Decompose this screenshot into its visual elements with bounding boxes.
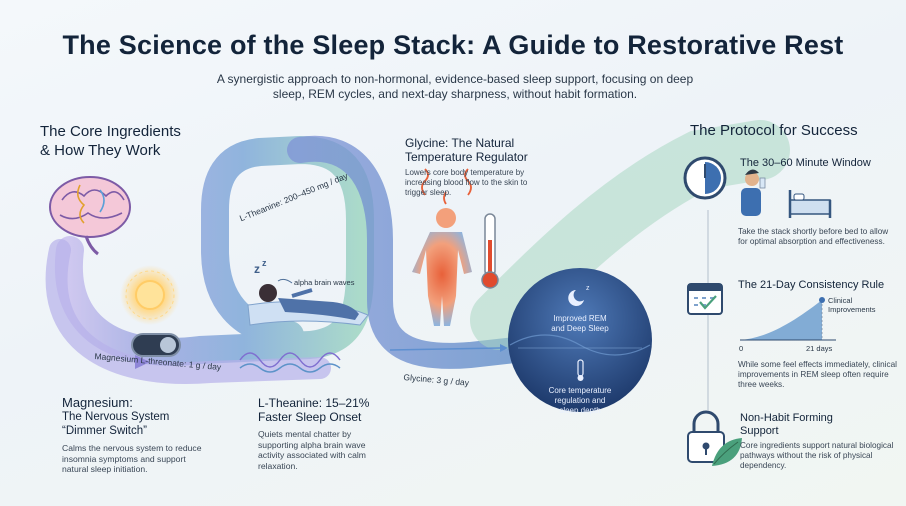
brain-icon (49, 176, 131, 256)
lock-icon (687, 410, 725, 463)
thermometer-icon (481, 213, 499, 289)
consistency-desc: While some feel effects immediately, cli… (738, 360, 897, 389)
theanine-section: L-Theanine: 15–21% Faster Sleep Onset Qu… (258, 396, 408, 471)
consistency-curve-area (740, 300, 822, 340)
orb-rem-line1: Improved REM (553, 314, 607, 323)
chart-label-line2: Improvements (828, 305, 876, 314)
magnesium-desc: Calms the nervous system to reduce insom… (62, 443, 202, 474)
core-heading-line2: & How They Work (40, 142, 161, 159)
protocol-heading: The Protocol for Success (690, 122, 858, 139)
orb-temp-line3: sleep depth (559, 406, 601, 415)
theanine-desc: Quiets mental chatter by supporting alph… (258, 429, 366, 471)
window-title: The 30–60 Minute Window (740, 157, 871, 169)
chart-label-line1: Clinical (828, 296, 853, 305)
consistency-title: The 21-Day Consistency Rule (738, 279, 885, 291)
magnesium-title-3: “Dimmer Switch” (62, 425, 147, 437)
glycine-title-2: Temperature Regulator (405, 150, 528, 164)
dimmer-switch-icon (131, 333, 181, 357)
page-title: The Science of the Sleep Stack: A Guide … (62, 30, 844, 60)
orb-rem-line2: and Deep Sleep (551, 324, 609, 333)
svg-text:z: z (586, 285, 590, 292)
alpha-wave-icon (239, 352, 341, 373)
habit-title: Non-Habit Forming Support (740, 412, 833, 438)
body-heat-icon (412, 168, 472, 326)
chart-label: Clinical Improvements (828, 296, 876, 314)
magnesium-section: Magnesium: The Nervous System “Dimmer Sw… (62, 396, 212, 475)
svg-text:z: z (262, 258, 267, 268)
outcome-orb (508, 268, 652, 412)
person-drinking-icon (741, 169, 766, 216)
theanine-title-2: Faster Sleep Onset (258, 410, 362, 424)
orb-temp-label: Core temperature regulation and sleep de… (530, 386, 630, 416)
consistency-peak-point (819, 297, 825, 303)
chart-x-start: 0 (739, 344, 744, 353)
page-subtitle: A synergistic approach to non-hormonal, … (216, 72, 694, 101)
glycine-desc: Lowers core body temperature by increasi… (405, 168, 528, 197)
habit-title-line2: Support (740, 425, 779, 437)
magnesium-title-2: The Nervous System (62, 411, 170, 423)
orb-thermometer-icon (577, 359, 584, 381)
bed-icon (788, 190, 832, 218)
svg-text:z: z (254, 262, 260, 276)
theanine-title-1: L-Theanine: 15–21% (258, 396, 370, 410)
habit-title-line1: Non-Habit Forming (740, 412, 833, 424)
clock-icon (683, 156, 727, 200)
orb-rem-label: Improved REM and Deep Sleep (530, 314, 630, 334)
moon-icon: z (568, 285, 590, 306)
alpha-wave-label: alpha brain waves (294, 278, 355, 287)
sleeping-person-icon: z z (247, 258, 369, 326)
glycine-title-1: Glycine: The Natural (405, 136, 515, 150)
consistency-chart (740, 297, 836, 341)
habit-desc: Core ingredients support natural biologi… (740, 441, 894, 470)
window-desc: Take the stack shortly before bed to all… (738, 227, 889, 246)
glycine-section: Glycine: The Natural Temperature Regulat… (405, 136, 555, 198)
calendar-icon (687, 283, 723, 315)
core-ingredients-heading: The Core Ingredients & How They Work (40, 122, 210, 160)
orb-temp-line2: regulation and (554, 396, 606, 405)
magnesium-title-1: Magnesium: (62, 395, 133, 410)
orb-temp-line1: Core temperature (548, 386, 612, 395)
core-heading-line1: The Core Ingredients (40, 123, 181, 140)
chart-x-end: 21 days (806, 344, 833, 353)
leaf-icon (712, 438, 742, 466)
sun-icon (120, 265, 180, 325)
